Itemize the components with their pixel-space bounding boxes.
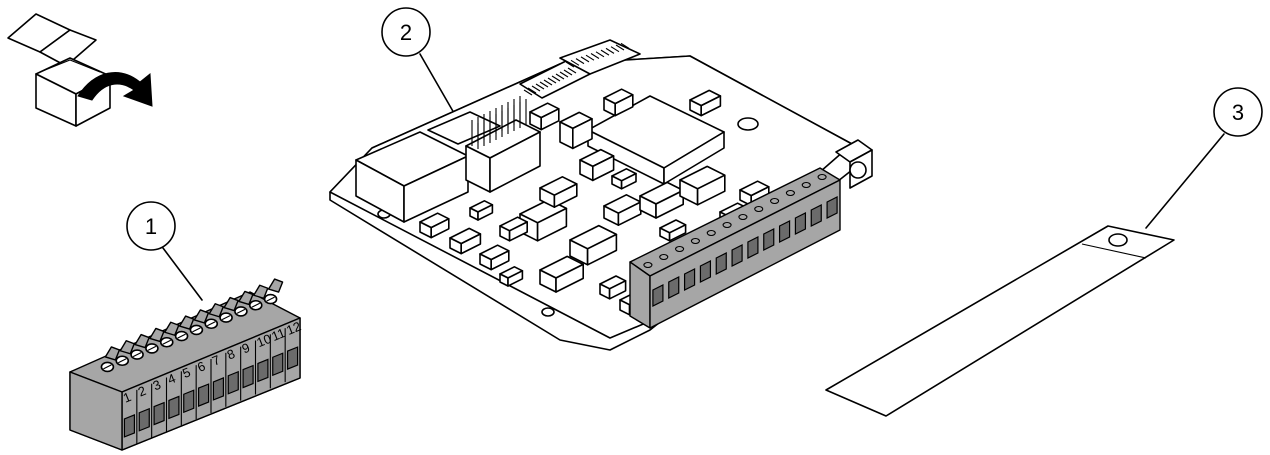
- callout-3: 3: [1145, 87, 1263, 229]
- terminal-slot: [794, 212, 807, 235]
- wire-slot: [257, 358, 269, 383]
- callout-2: 2: [381, 7, 459, 121]
- terminal-slot: [763, 228, 775, 251]
- wire-slot: [212, 377, 225, 401]
- terminal-slot: [747, 236, 759, 259]
- wire-slot: [168, 395, 180, 420]
- wire-slot: [183, 389, 195, 414]
- open-box-icon: [7, 13, 153, 127]
- terminal-slot: [778, 220, 791, 243]
- wire-slot: [227, 370, 239, 395]
- pin-number: 10: [254, 331, 273, 350]
- label-strip: [825, 225, 1175, 417]
- terminal-slot: [652, 284, 664, 307]
- wire-slot: [272, 352, 284, 377]
- wire-slot: [286, 346, 299, 370]
- wire-slot: [138, 407, 150, 432]
- wire-slot: [153, 401, 165, 426]
- wire-slot: [197, 383, 210, 407]
- pin-number: 11: [269, 325, 287, 344]
- terminal-slot: [826, 196, 838, 219]
- wire-slot: [123, 414, 136, 438]
- callout-1-label: 1: [145, 214, 157, 239]
- callout-3-label: 3: [1232, 100, 1244, 125]
- terminal-slot: [810, 204, 822, 227]
- terminal-slot: [699, 260, 712, 283]
- circuit-board: [329, 39, 873, 351]
- terminal-slot: [715, 252, 727, 275]
- callout-1: 1: [126, 201, 203, 301]
- callout-2-label: 2: [400, 20, 412, 45]
- pin-number: 12: [284, 319, 303, 338]
- terminal-slot: [668, 276, 680, 299]
- terminal-slot: [731, 244, 743, 267]
- terminal-slot: [683, 268, 696, 291]
- label-strip-hole: [1108, 233, 1128, 247]
- wire-slot: [242, 364, 254, 389]
